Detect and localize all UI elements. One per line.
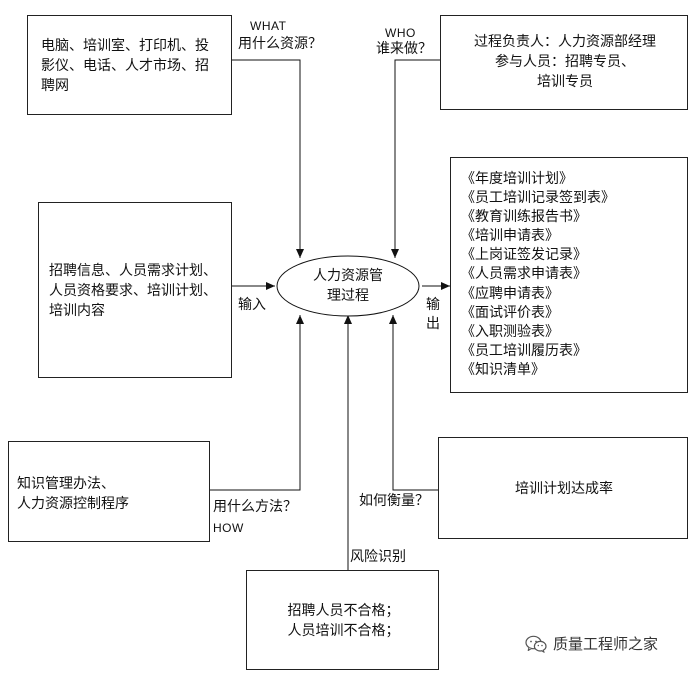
output-item-10: 《员工培训履历表》 [461, 342, 587, 359]
process-title-line1: 人力资源管 [313, 268, 383, 284]
outputs-box: 《年度培训计划》 《员工培训记录签到表》 《教育训练报告书》 《培训申请表》 《… [450, 157, 688, 393]
who-label-cn: 谁来做？ [376, 41, 432, 57]
what-label-cn: 用什么资源？ [238, 36, 322, 52]
risk-box: 招聘人员不合格； 人员培训不合格； [246, 570, 439, 670]
resources-text: 电脑、培训室、打印机、投 影仪、电话、人才市场、招 聘网 [41, 38, 209, 94]
output-item-3: 《教育训练报告书》 [461, 209, 587, 226]
output-item-9: 《入职测验表》 [461, 323, 559, 340]
output-item-2: 《员工培训记录签到表》 [461, 190, 615, 207]
methods-box: 知识管理办法、 人力资源控制程序 [8, 441, 210, 542]
output-item-7: 《应聘申请表》 [461, 285, 559, 302]
measure-text: 培训计划达成率 [515, 481, 613, 497]
process-title-line2: 理过程 [327, 288, 369, 304]
what-label-en: WHAT [250, 19, 287, 33]
output-item-11: 《知识清单》 [461, 361, 545, 378]
how-label-cn: 用什么方法？ [213, 499, 297, 515]
how-connector [210, 315, 304, 491]
output-label-2: 出 [426, 316, 440, 332]
output-item-1: 《年度培训计划》 [461, 171, 573, 187]
measure-box: 培训计划达成率 [438, 437, 688, 539]
risk-label: 风险识别 [350, 549, 406, 565]
output-label-1: 输 [426, 297, 440, 313]
owner-box: 过程负责人：人力资源部经理 参与人员：招聘专员、 培训专员 [440, 15, 688, 110]
process-ellipse [276, 255, 420, 317]
inputs-text: 招聘信息、人员需求计划、 人员资格要求、培训计划、 培训内容 [49, 263, 217, 319]
output-item-4: 《培训申请表》 [461, 228, 559, 245]
watermark: 质量工程师之家 [525, 633, 658, 654]
measure-connector [389, 315, 438, 491]
what-connector [232, 59, 304, 258]
output-item-8: 《面试评价表》 [461, 304, 559, 321]
wechat-icon [525, 635, 547, 653]
output-item-5: 《上岗证签发记录》 [461, 247, 587, 264]
methods-text: 知识管理办法、 人力资源控制程序 [17, 476, 129, 512]
how-label-en: HOW [213, 521, 244, 535]
resources-box: 电脑、培训室、打印机、投 影仪、电话、人才市场、招 聘网 [27, 15, 232, 115]
output-item-6: 《人员需求申请表》 [461, 266, 587, 283]
owner-text: 过程负责人：人力资源部经理 参与人员：招聘专员、 培训专员 [474, 34, 656, 90]
input-label: 输入 [238, 297, 266, 313]
who-connector [391, 59, 440, 258]
risk-text: 招聘人员不合格； 人员培训不合格； [287, 603, 400, 639]
inputs-box: 招聘信息、人员需求计划、 人员资格要求、培训计划、 培训内容 [38, 202, 232, 378]
who-label-en: WHO [385, 26, 416, 40]
watermark-text: 质量工程师之家 [553, 635, 659, 653]
measure-question-label: 如何衡量？ [359, 493, 429, 509]
process-title: 人力资源管 理过程 [290, 266, 406, 306]
outputs-list: 《年度培训计划》 《员工培训记录签到表》 《教育训练报告书》 《培训申请表》 《… [461, 170, 615, 380]
